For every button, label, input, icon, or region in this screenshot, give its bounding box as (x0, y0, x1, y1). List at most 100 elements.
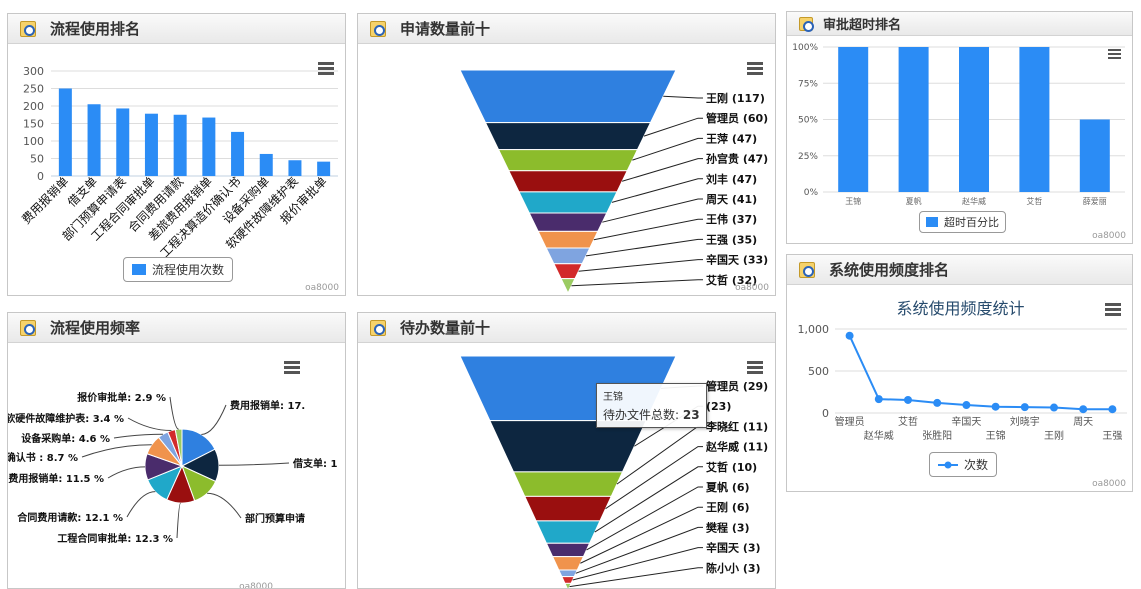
watermark: oa8000 (305, 283, 339, 293)
funnel-connector (602, 198, 703, 223)
chart-menu-button[interactable] (284, 361, 300, 375)
chart-menu-button[interactable] (1108, 49, 1121, 61)
x-tick-label: 赵华威 (864, 429, 894, 442)
funnel-connector (586, 486, 703, 551)
panel-title: 系统使用频度排名 (829, 261, 950, 279)
funnel-segment (459, 69, 677, 124)
funnel-label: 李晓红 (11) (705, 419, 768, 433)
series-point (962, 401, 971, 410)
pie-connector (127, 417, 172, 432)
pie-label: 借支单: 1 (292, 457, 337, 470)
funnel-label: 陈小小 (3) (706, 561, 761, 575)
pie-label: 工程合同审批单: 12.3 % (57, 532, 173, 545)
chart-legend[interactable]: 次数 (929, 452, 998, 477)
series-point (1020, 403, 1029, 412)
series-point (1108, 405, 1117, 414)
y-tick-label: 100% (792, 43, 818, 53)
pie-connector (81, 444, 152, 458)
report-icon (370, 20, 386, 37)
funnel-segment (528, 212, 608, 232)
funnel-segment (564, 582, 572, 588)
x-tick-label: 王锦 (986, 429, 1006, 442)
watermark: oa8000 (1092, 479, 1126, 489)
panel-header: 待办数量前十 (358, 313, 775, 343)
funnel-segment (551, 556, 585, 571)
chart-legend[interactable]: 流程使用次数 (123, 257, 234, 282)
funnel-connector (611, 178, 703, 203)
legend-swatch (132, 264, 146, 275)
funnel-connector (632, 137, 703, 161)
funnel-connector (593, 218, 703, 241)
x-tick-label: 张胜阳 (922, 430, 952, 442)
y-tick-label: 150 (23, 118, 44, 131)
bar (144, 113, 158, 176)
funnel-segment (553, 263, 583, 280)
pending-funnel-chart: 管理员 (29)(23)李晓红 (11)赵华威 (11)艾哲 (10)夏帆 (6… (459, 355, 768, 588)
bar (838, 47, 869, 192)
y-tick-label: 500 (808, 365, 829, 378)
bar (1079, 119, 1110, 192)
series-point (991, 402, 1000, 411)
pie-connector (169, 396, 179, 430)
panel-header: 申请数量前十 (358, 14, 775, 44)
funnel-label: 艾哲 (10) (706, 460, 757, 474)
pie-connector (201, 404, 227, 435)
funnel-segment (489, 420, 647, 473)
report-icon (799, 16, 814, 32)
pie-label: 设备采购单: 4.6 % (21, 432, 110, 445)
funnel-segment (524, 495, 612, 522)
series-point (845, 331, 854, 340)
funnel-label: 艾哲 (32) (706, 273, 757, 287)
funnel-connector (643, 117, 703, 137)
legend-label: 流程使用次数 (152, 263, 225, 277)
chart-tooltip: 王锦 待办文件总数: 23 (596, 383, 707, 428)
x-tick-label: 费用报销单 (18, 174, 71, 227)
x-tick-label: 刘晓宇 (1010, 415, 1040, 428)
funnel-label: 樊程 (3) (706, 520, 750, 534)
bar (116, 108, 130, 176)
series-point (874, 395, 883, 404)
y-tick-label: 250 (23, 83, 44, 96)
legend-label: 次数 (964, 458, 989, 472)
x-tick-label: 王锦 (845, 196, 861, 206)
panel-header: 审批超时排名 (787, 12, 1132, 36)
panel-header: 流程使用排名 (8, 14, 345, 44)
funnel-connector (663, 95, 703, 99)
process-usage-bar-chart: 050100150200250300费用报销单借支单部门预算申请表工程合同审批单… (18, 65, 338, 260)
x-tick-label: 薛爱丽 (1083, 196, 1107, 206)
chart-legend[interactable]: 超时百分比 (919, 211, 1006, 233)
funnel-label: 周天 (41) (706, 193, 757, 206)
bar (173, 114, 187, 176)
pie-connector (113, 433, 163, 439)
panel-top10-applications: 申请数量前十 王刚 (117)管理员 (60)王萍 (47)孙宫贵 (47)刘丰… (357, 13, 776, 296)
pie-slice (174, 428, 183, 467)
report-icon (20, 319, 36, 336)
pie-label: 部门预算申请 (245, 512, 305, 525)
funnel-segment (535, 520, 601, 544)
x-tick-label: 周天 (1073, 416, 1093, 428)
funnel-segment (537, 230, 599, 249)
panel-header: 系统使用频度排名 (787, 255, 1132, 285)
tooltip-label: 待办文件总数: (603, 408, 680, 422)
watermark: oa8000 (239, 582, 273, 589)
funnel-connector (594, 466, 703, 533)
x-tick-label: 赵华威 (962, 196, 986, 206)
funnel-segment (497, 149, 639, 172)
x-tick-label: 艾哲 (1026, 197, 1042, 206)
series-point (1079, 405, 1088, 414)
report-icon (799, 261, 815, 278)
bar (317, 161, 331, 176)
funnel-connector (575, 526, 703, 574)
funnel-segment (484, 122, 652, 151)
funnel-connector (572, 547, 703, 581)
chart-menu-button[interactable] (747, 361, 763, 375)
funnel-segment (561, 576, 575, 584)
y-tick-label: 0 (822, 407, 829, 420)
chart-menu-button[interactable] (1105, 303, 1121, 317)
chart-menu-button[interactable] (747, 62, 763, 76)
chart-menu-button[interactable] (318, 62, 334, 76)
funnel-connector (580, 506, 703, 564)
